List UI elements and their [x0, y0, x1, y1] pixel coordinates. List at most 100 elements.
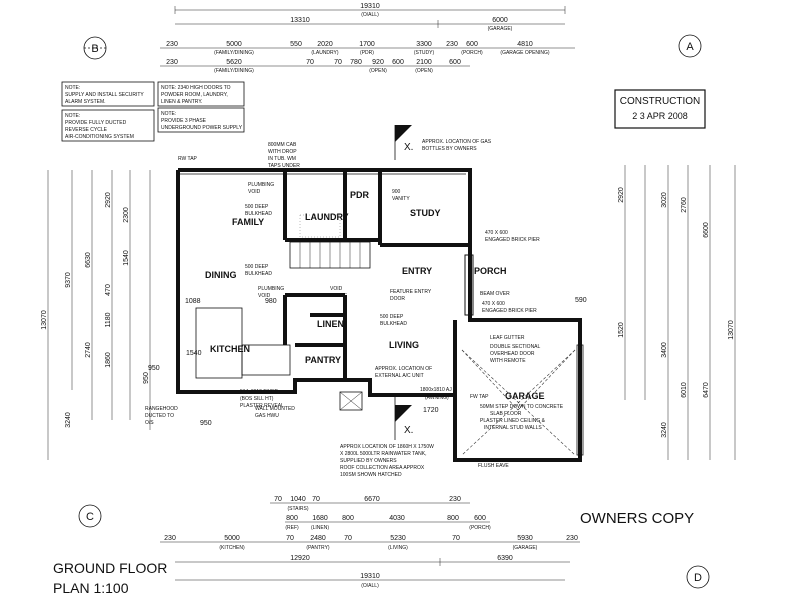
dim-t1-8: 4810 [517, 41, 533, 48]
dim-b2-sub-1: (LINEN) [311, 525, 329, 531]
dim-b1-0: 70 [274, 496, 282, 503]
note-security-l0: NOTE: [65, 85, 80, 91]
dim-right-0: 13070 [728, 320, 735, 340]
dim-t1-sub-4: (PORCH) [461, 50, 483, 56]
right-dimensions: 13070 6600 2920 3020 2760 3400 6470 6010… [618, 165, 736, 460]
ann-win2: 1800x1810 AJ [420, 387, 452, 393]
ann-feature-1: DOOR [390, 296, 405, 302]
grid-marker-b: B [83, 36, 107, 60]
dim-b3-5: 5230 [390, 535, 406, 542]
ann-void-1: ABOVE [330, 293, 348, 299]
grid-marker-c-label: C [86, 511, 94, 523]
dim-left-0: 13070 [41, 310, 48, 330]
dim-t1-3: 2020 [317, 41, 333, 48]
dim-right-5: 3400 [661, 342, 668, 358]
room-laundry: LAUNDRY [305, 212, 349, 222]
ann-ac-1: EXTERNAL A/C UNIT [375, 373, 424, 379]
dim-overall-top: 19310 [360, 3, 380, 10]
ann-win1-2: PLASTER REVEAL [240, 403, 284, 409]
dim-left-7: 1180 [105, 312, 112, 327]
dim-b1-4: 230 [449, 496, 461, 503]
dim-t1-sub-3: (STUDY) [414, 50, 435, 56]
dim-b3-3: 2480 [310, 535, 326, 542]
dim-b2-sub-2: (PORCH) [469, 525, 491, 531]
dim-b2-sub-0: (REF) [285, 525, 299, 531]
room-dining: DINING [205, 270, 237, 280]
dim-t2-5: 920 [372, 59, 384, 66]
ann-hwu-0: WALL MOUNTED [255, 406, 295, 412]
ann-fw-tap: FW TAP [470, 394, 489, 400]
ann-plumb2-1: VOID [258, 293, 271, 299]
section-marker-bottom: X. [394, 395, 413, 440]
dim-right-2: 2920 [618, 187, 625, 203]
dim-overall-top-sub: (O/ALL) [361, 12, 379, 18]
dim-left-4: 2300 [123, 207, 130, 223]
note-aircon-l2: REVERSE CYCLE [65, 127, 108, 133]
dim-b3-0: 230 [164, 535, 176, 542]
grid-marker-d-label: D [694, 572, 702, 584]
ann-plumb1-0: PLUMBING [248, 182, 274, 188]
ann-590: 590 [575, 297, 587, 304]
plan-title-line1: GROUND FLOOR [53, 560, 167, 576]
room-garage: GARAGE [505, 391, 545, 401]
dim-t2-0: 230 [166, 59, 178, 66]
building-outline [176, 168, 584, 462]
grid-marker-b-label: B [91, 43, 98, 55]
construction-stamp: CONSTRUCTION 2 3 APR 2008 [614, 89, 706, 129]
note-power-l1: PROVIDE 3 PHASE [161, 118, 207, 124]
dim-t2-3: 70 [334, 59, 342, 66]
room-kitchen: KITCHEN [210, 344, 250, 354]
ann-win1-0: 514x3610 FIXED [240, 389, 278, 395]
ann-plumb2-0: PLUMBING [258, 286, 284, 292]
ann-bulk3-0: 500 DEEP [380, 314, 404, 320]
dim-right-7: 6010 [681, 382, 688, 398]
ann-rw-tap: RW TAP [178, 156, 198, 162]
ann-bulk2-0: 500 DEEP [245, 264, 269, 270]
note-aircon: NOTE: PROVIDE FULLY DUCTED REVERSE CYCLE… [61, 109, 155, 142]
ann-rangehood-2: O/S [145, 420, 154, 426]
ann-void-0: VOID [330, 286, 343, 292]
ann-bulk2-1: BULKHEAD [245, 271, 272, 277]
ann-tank-0: APPROX LOCATION OF 1860H X 1750W [340, 444, 434, 450]
ann-drop-1: WITH DROP [268, 149, 297, 155]
note-power: NOTE: PROVIDE 3 PHASE UNDERGROUND POWER … [157, 107, 245, 133]
ann-1088: 1088 [185, 298, 201, 305]
room-labels: FAMILY DINING KITCHEN PANTRY LINEN LAUND… [205, 190, 545, 401]
room-pdr: PDR [350, 190, 370, 200]
stamp-title: CONSTRUCTION [620, 96, 701, 107]
dim-b3-6: 70 [452, 535, 460, 542]
dim-t1-1: 5000 [226, 41, 242, 48]
note-power-l2: UNDERGROUND POWER SUPPLY [161, 125, 243, 131]
dim-t2-2: 70 [306, 59, 314, 66]
dim-t2-6: 600 [392, 59, 404, 66]
dim-b1-1: 1040 [290, 496, 306, 503]
grid-marker-d: D [686, 565, 710, 589]
dim-right-4: 2760 [681, 197, 688, 213]
note-doors: NOTE: 2340 HIGH DOORS TO POWDER ROOM, LA… [157, 81, 245, 107]
top-dimensions: 19310 (O/ALL) 13310 6000 (GARAGE) 230 50… [160, 3, 575, 74]
ann-drop-3: TAPS UNDER [268, 163, 300, 169]
ann-1720: 1720 [423, 407, 439, 414]
dim-t1-sub-0: (FAMILY/DINING) [214, 50, 254, 56]
ann-brick2-0: 470 X 600 [482, 301, 505, 307]
room-entry: ENTRY [402, 266, 432, 276]
dim-13310: 13310 [290, 17, 310, 24]
dim-right-3: 3020 [661, 192, 668, 208]
plan-title-line2: PLAN 1:100 [53, 580, 129, 596]
annotations: APPROX. LOCATION OF GAS BOTTLES BY OWNER… [145, 139, 587, 478]
ann-tank-3: ROOF COLLECTION AREA APPROX [340, 465, 425, 471]
dim-b3-sub-3: (GARAGE) [513, 545, 538, 551]
ann-rangehood-1: DUCTED TO [145, 413, 174, 419]
room-pantry: PANTRY [305, 355, 341, 365]
dim-b3-7: 5930 [517, 535, 533, 542]
dim-t1-6: 230 [446, 41, 458, 48]
dim-left-2: 6630 [85, 252, 92, 268]
section-marker-top-label: X. [404, 142, 413, 153]
ann-beam: BEAM OVER [480, 291, 510, 297]
ann-sectional-2: WITH REMOTE [490, 358, 526, 364]
dim-t1-sub-1: (LAUNDRY) [311, 50, 338, 56]
ann-vanity-0: 900 [392, 189, 401, 195]
dim-b4-0: 12920 [290, 555, 310, 562]
dim-b2-4: 800 [447, 515, 459, 522]
